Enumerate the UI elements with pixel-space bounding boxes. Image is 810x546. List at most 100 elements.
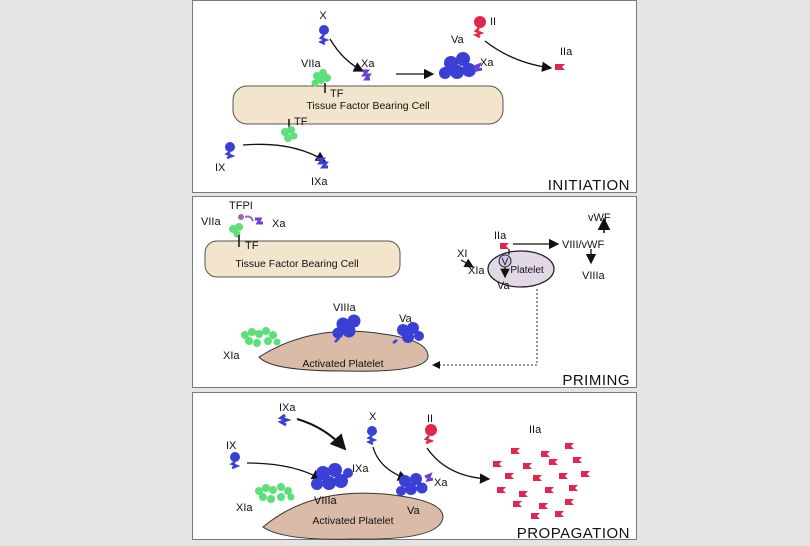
thrombin-molecule [539, 503, 548, 509]
factor-viiia-label: VIIIa [314, 495, 338, 507]
viiia-label: VIIIa [582, 270, 606, 282]
priming-panel: Tissue Factor Bearing Cell TFPI VIIa Xa … [192, 196, 637, 389]
tissue-factor-cell [232, 85, 504, 125]
bound-xia-molecule [241, 327, 281, 347]
thrombin-molecule [555, 64, 565, 70]
bound-viiia-molecule [332, 314, 361, 343]
thrombin-molecule [505, 473, 514, 479]
factor-ixa-top-label: IXa [279, 402, 296, 414]
resting-platelet-label: Platelet [510, 265, 544, 276]
thrombin-molecule [519, 491, 528, 497]
thrombin-burst [493, 443, 590, 519]
factor-ixa-molecule [317, 157, 329, 169]
factor-va-label: Va [451, 34, 465, 46]
iia-label: IIa [494, 230, 507, 242]
factor-x-molecule [317, 25, 330, 46]
bound-va-molecule [392, 322, 424, 344]
thrombin-molecule [555, 511, 564, 517]
factor-xa-label: Xa [361, 58, 375, 70]
thrombin-molecule [493, 461, 502, 467]
tfpi-complex [229, 214, 263, 238]
thrombin-molecule [523, 463, 532, 469]
factor-ii-molecule [472, 16, 486, 39]
factor-ii-label: II [490, 16, 496, 28]
activated-platelet [258, 330, 429, 372]
thrombin-molecule [513, 501, 522, 507]
factor-ixa-top-molecule [277, 413, 292, 427]
factor-ixa-label: IXa [311, 176, 328, 188]
factor-x-molecule [365, 426, 378, 446]
thrombin-molecule [500, 243, 509, 249]
factor-iia-label: IIa [560, 46, 573, 58]
thrombin-molecule [511, 448, 520, 454]
tf-bottom-complex [281, 126, 298, 142]
ii-to-iia-arrow [426, 447, 491, 484]
initiation-panel: Tissue Factor Bearing Cell X VIIa TF Xa [192, 0, 637, 194]
tissue-factor-cell [204, 240, 401, 278]
phase-label-propagation: PROPAGATION [517, 525, 630, 541]
phase-label-priming: PRIMING [562, 372, 630, 389]
thrombin-molecule [497, 487, 506, 493]
thrombin-molecule [569, 485, 578, 491]
tf-top-label: TF [330, 88, 344, 100]
factor-iia-label: IIa [529, 424, 542, 436]
activated-platelet-label: Activated Platelet [302, 358, 383, 370]
thrombin-molecule [565, 499, 574, 505]
ixa-to-tenase-arrow [296, 418, 347, 451]
thrombin-molecule [565, 443, 574, 449]
factor-xa-complex-label: Xa [480, 57, 494, 69]
activated-platelet-label: Activated Platelet [312, 515, 393, 527]
prothrombinase-complex [396, 472, 434, 496]
factor-ix-molecule [229, 452, 241, 470]
thrombin-molecule [581, 471, 590, 477]
activated-platelet [262, 492, 444, 540]
thrombin-molecule [545, 487, 554, 493]
xia-label: XIa [468, 265, 485, 277]
va-xa-complex [439, 52, 483, 79]
factor-ii-molecule [423, 424, 437, 445]
va-label: Va [497, 280, 511, 292]
activation-dotted-arrow [432, 289, 538, 369]
factor-xa-label: Xa [434, 477, 448, 489]
factor-ii-label: II [427, 413, 433, 425]
xi-label: XI [457, 248, 467, 260]
factor-ix-molecule [224, 142, 236, 160]
factor-v-label: V [502, 257, 509, 268]
phase-label-initiation: INITIATION [548, 177, 630, 194]
tissue-factor-cell-label: Tissue Factor Bearing Cell [306, 100, 429, 112]
factor-ix-label: IX [226, 440, 237, 452]
tf-label: TF [245, 240, 259, 252]
factor-xia-label: XIa [236, 502, 253, 514]
ix-to-ixa-arrow [246, 462, 323, 480]
thrombin-molecule [531, 513, 540, 519]
thrombin-molecule [559, 473, 568, 479]
factor-viia-label: VIIa [301, 58, 321, 70]
vwf-label: vWF [588, 212, 611, 224]
propagation-svg: Activated Platelet IXa IX VIIIa [226, 402, 630, 542]
viii-vwf-label: VIII/vWF [562, 239, 604, 251]
thrombin-molecule [573, 457, 582, 463]
tenase-complex [311, 463, 353, 490]
factor-va-label: Va [407, 505, 421, 517]
x-to-xa-arrow [372, 446, 409, 481]
tf-bottom-label: TF [294, 116, 308, 128]
ix-to-ixa-arrow [242, 143, 327, 162]
x-to-xa-arrow [329, 38, 365, 72]
factor-xa-molecule [361, 69, 372, 81]
thrombin-molecule [549, 459, 558, 465]
tissue-factor-cell-label: Tissue Factor Bearing Cell [235, 258, 358, 270]
tfpi-label: TFPI [229, 200, 253, 212]
priming-svg: Tissue Factor Bearing Cell TFPI VIIa Xa … [201, 200, 630, 389]
bound-viiia-label: VIIIa [333, 302, 357, 314]
factor-xa-label: Xa [272, 218, 286, 230]
factor-ix-label: IX [215, 162, 226, 174]
factor-ixa-mid-label: IXa [352, 463, 369, 475]
factor-viia-label: VIIa [201, 216, 221, 228]
bound-va-label: Va [399, 313, 413, 325]
thrombin-molecule [533, 475, 542, 481]
tf-viia-complex [311, 69, 331, 87]
thrombin-molecule [541, 451, 550, 457]
bound-xia-label: XIa [223, 350, 240, 362]
ii-to-iia-arrow [484, 40, 553, 72]
